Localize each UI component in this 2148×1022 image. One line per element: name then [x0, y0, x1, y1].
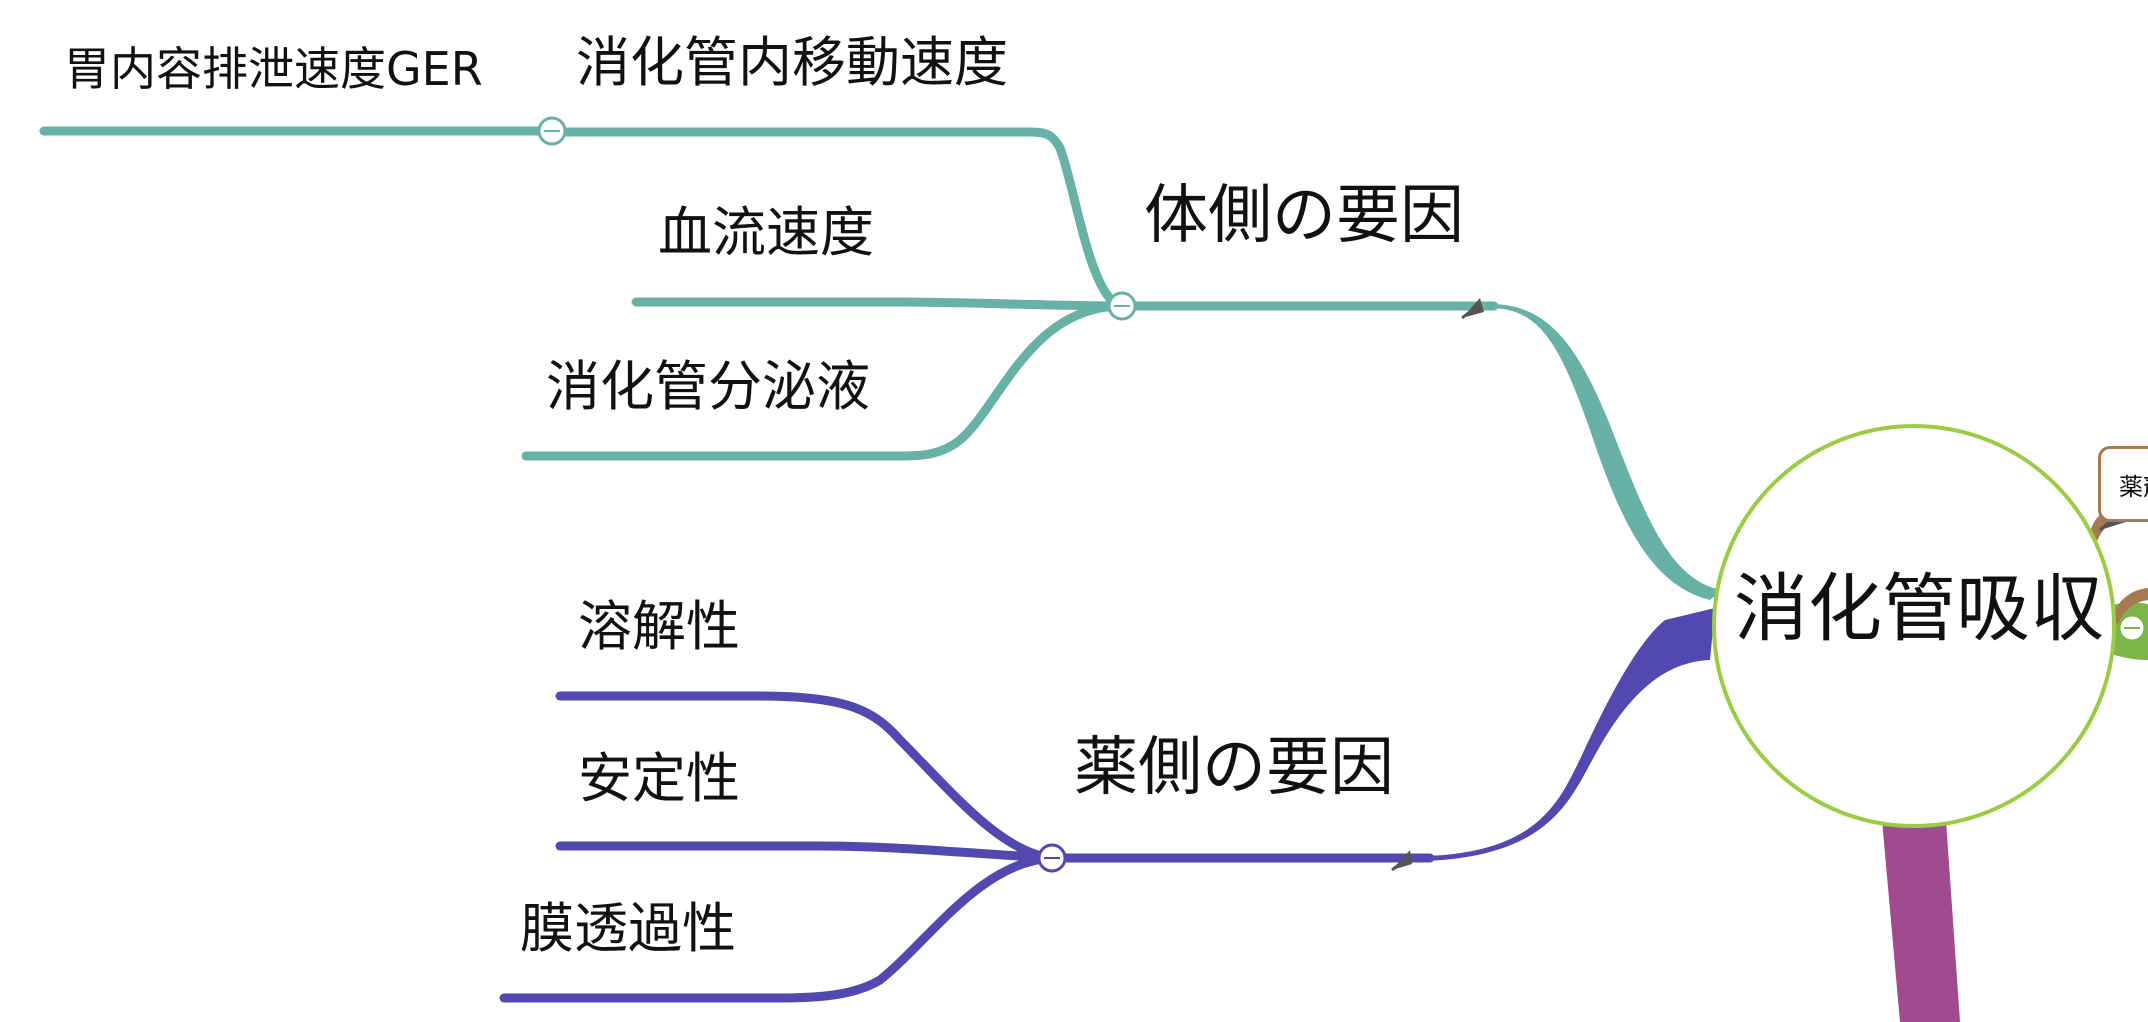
drug-factors-label[interactable]: 薬側の要因: [1074, 731, 1394, 805]
solubility-label[interactable]: 溶解性: [578, 595, 740, 658]
callout-label: 薬剤: [2119, 473, 2148, 501]
arrow-link-icon[interactable]: [1391, 850, 1412, 872]
permeability-branch-line: [499, 853, 1057, 1003]
gi-transit-label[interactable]: 消化管内移動速度: [576, 31, 1008, 94]
blood-flow-branch-line: [631, 297, 1127, 311]
drug-callout-node[interactable]: 薬剤: [2098, 446, 2148, 522]
ger-label[interactable]: 胃内容排泄速度GER: [64, 42, 483, 96]
stability-branch-line: [555, 841, 1057, 863]
drug-factors-main-branch: [1426, 608, 1715, 861]
secretion-branch-line: [521, 301, 1127, 461]
central-node-label[interactable]: 消化管吸収: [1734, 566, 2104, 652]
arrow-link-icon[interactable]: [1461, 298, 1484, 320]
magenta-branch: [1882, 820, 1960, 1022]
collapse-circle-icon[interactable]: [2117, 613, 2147, 643]
body-factors-label[interactable]: 体側の要因: [1144, 179, 1464, 253]
collapse-circle-icon[interactable]: [537, 116, 567, 146]
solubility-branch-line: [555, 691, 1057, 863]
secretion-label[interactable]: 消化管分泌液: [546, 355, 870, 418]
body-factors-main-branch: [1490, 304, 1722, 600]
gi-transit-branch-line: [547, 127, 1127, 311]
permeability-label[interactable]: 膜透過性: [520, 897, 736, 960]
brown-branch-lower: [2110, 588, 2148, 624]
stability-label[interactable]: 安定性: [578, 747, 740, 810]
collapse-circle-icon[interactable]: [1107, 291, 1137, 321]
central-node-circle[interactable]: [1712, 424, 2116, 828]
collapse-circle-icon[interactable]: [1037, 843, 1067, 873]
blood-flow-label[interactable]: 血流速度: [658, 201, 874, 264]
